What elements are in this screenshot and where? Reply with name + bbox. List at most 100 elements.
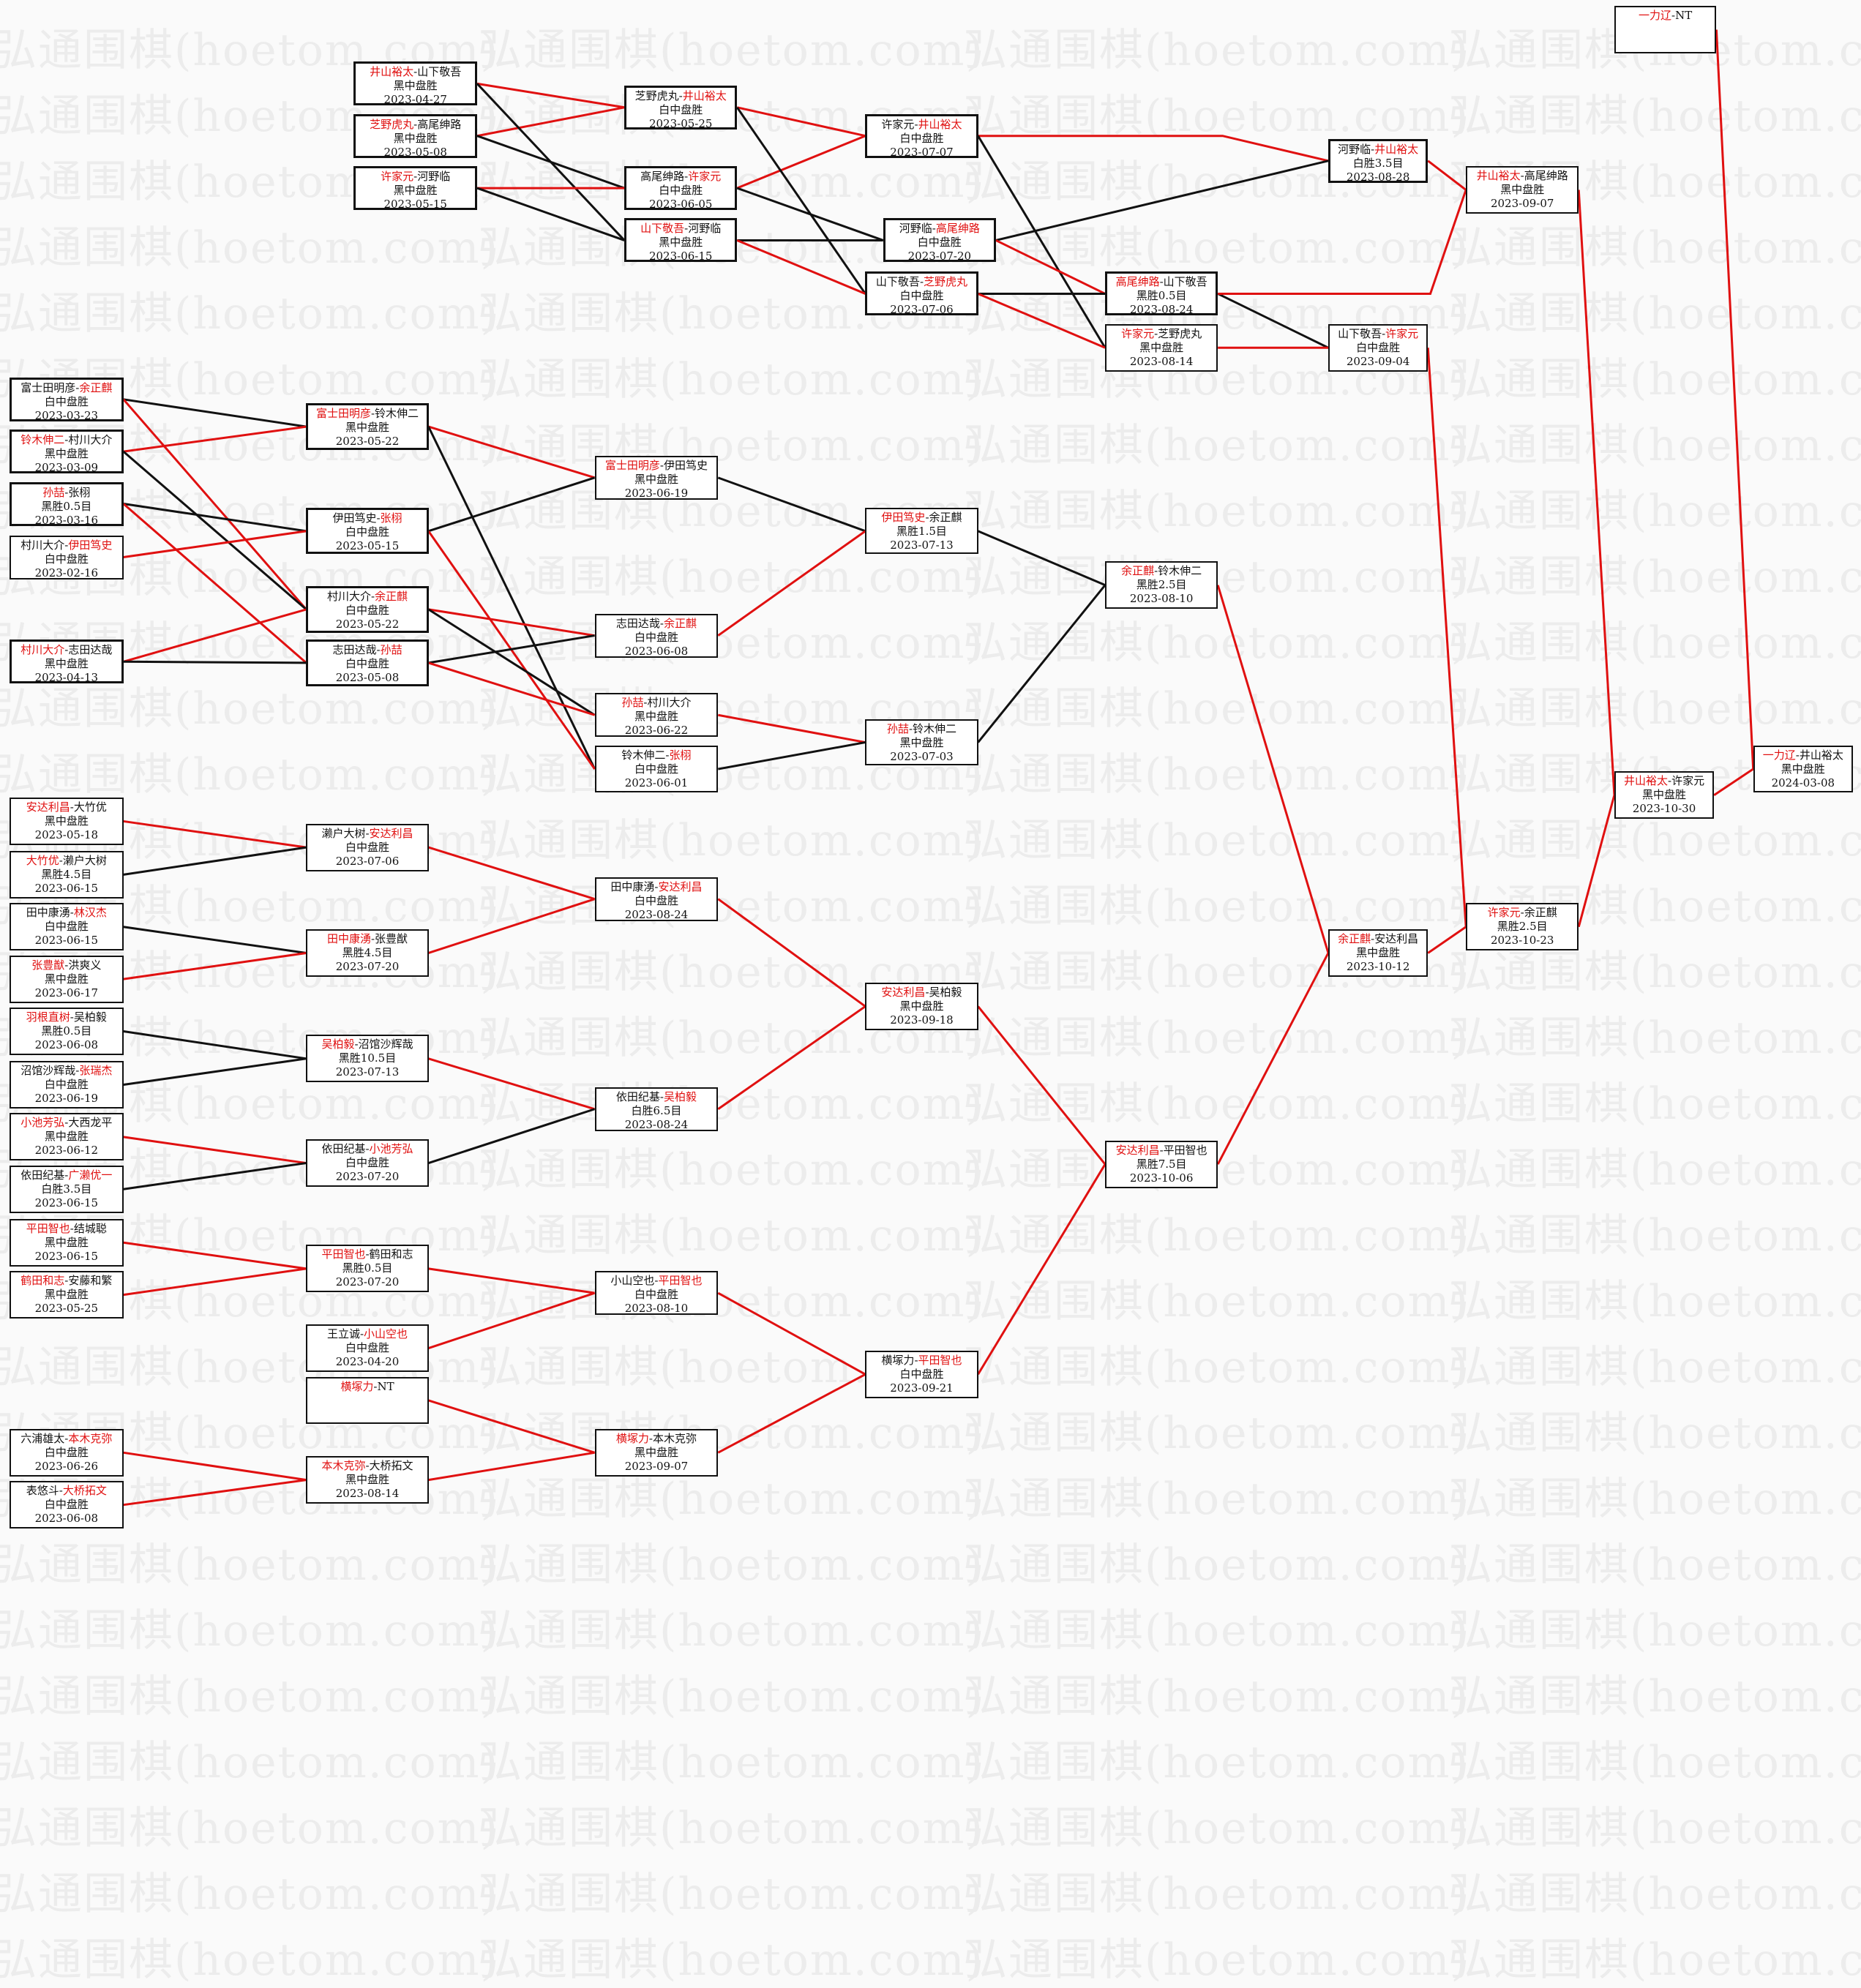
white-player: 张瑞杰: [79, 1064, 113, 1078]
black-player: 河野临: [899, 222, 932, 236]
bracket-connector: [717, 1373, 866, 1454]
separator: -: [1371, 932, 1375, 946]
separator: -: [370, 407, 375, 421]
players-line: 田中康湧-安达利昌: [596, 880, 717, 894]
result-text: 白中盘胜: [899, 289, 944, 303]
bracket-connector: [1426, 348, 1467, 927]
players-line: 村川大介-余正麒: [308, 590, 426, 604]
watermark-text: 弘通围棋(hoetom.com): [1448, 1605, 1861, 1657]
bracket-connector: [123, 425, 307, 453]
bracket-connector: [736, 106, 866, 138]
separator: -: [70, 1010, 74, 1024]
separator: -: [659, 458, 664, 472]
bracket-connector: [1216, 585, 1330, 953]
white-player: 山下敬吾: [417, 65, 462, 79]
white-player: 高尾绅路: [417, 117, 462, 131]
white-player: 本木克弥: [652, 1431, 697, 1445]
separator: -: [1671, 9, 1676, 23]
black-player: 依田纪基: [20, 1168, 65, 1182]
match-date: 2023-06-15: [648, 250, 713, 263]
bracket-connector: [123, 1241, 307, 1270]
watermark-text: 弘通围棋(hoetom.com): [0, 1671, 499, 1722]
bracket-connector: [1715, 29, 1755, 770]
white-player: 吴柏毅: [73, 1010, 107, 1024]
match-date: 2023-06-17: [34, 986, 99, 999]
separator: -: [1520, 169, 1524, 183]
white-player: 芝野虎丸: [1158, 326, 1202, 340]
white-player: 张豊猷: [375, 932, 408, 946]
white-player: 沼馆沙辉哉: [358, 1038, 413, 1051]
result-text: 白中盘胜: [345, 1341, 389, 1355]
result-text: 黑胜2.5目: [1136, 578, 1187, 592]
players-line: 田中康湧-林汉杰: [11, 906, 122, 920]
players-line: 高尾绅路-许家元: [626, 170, 735, 184]
players-line: 铃木伸二-张栩: [596, 749, 717, 762]
watermark-text: 弘通围棋(hoetom.com): [0, 1539, 499, 1591]
players-line: 依田纪基-广濑优一: [11, 1169, 122, 1182]
bracket-connector: [428, 634, 595, 664]
bracket-connector: [123, 1162, 307, 1190]
separator: -: [1667, 774, 1672, 788]
match-date: 2023-07-20: [907, 250, 972, 263]
players-line: 许家元-余正麒: [1467, 906, 1577, 920]
bracket-lines: [122, 29, 1755, 1507]
black-player: 田中康湧: [26, 906, 70, 920]
separator: -: [413, 170, 418, 184]
result-text: 白中盘胜: [634, 1288, 678, 1302]
separator: -: [64, 1168, 69, 1182]
white-player: 井山裕太: [682, 89, 727, 102]
match-date: 2023-06-15: [34, 1196, 99, 1209]
separator: -: [654, 1274, 659, 1288]
players-line: 山下敬吾-芝野虎丸: [867, 275, 976, 289]
separator: -: [64, 1431, 69, 1445]
players-line: 许家元-芝野虎丸: [1107, 327, 1216, 341]
match-date: 2023-06-15: [34, 1249, 99, 1263]
watermark-text: 弘通围棋(hoetom.com): [963, 1737, 1469, 1788]
white-player: 洪爽义: [68, 958, 102, 972]
white-player: 平田智也: [918, 1353, 962, 1367]
bracket-connector: [736, 239, 866, 295]
watermark-text: 弘通围棋(hoetom.com): [963, 1671, 1469, 1722]
bracket-connector: [123, 846, 307, 876]
match-date: 2023-06-22: [624, 724, 689, 738]
watermark-text: 弘通围棋(hoetom.com): [478, 1671, 984, 1722]
players-line: 孙喆-村川大介: [596, 696, 717, 710]
white-player: 小山空也: [364, 1327, 408, 1341]
white-player: 本木克弥: [68, 1431, 113, 1445]
result-text: 白中盘胜: [659, 184, 703, 198]
players-line: 村川大介-伊田笃史: [11, 539, 122, 552]
result-text: 白中盘胜: [345, 604, 389, 618]
players-line: 铃木伸二-村川大介: [12, 433, 121, 447]
black-player: 井山裕太: [1476, 169, 1521, 183]
black-player: 富士田明彦: [604, 458, 660, 472]
players-line: 富士田明彦-铃木伸二: [308, 407, 426, 421]
players-line: 平田智也-鹤田和志: [307, 1248, 427, 1261]
bracket-connector: [427, 426, 596, 770]
players-line: 许家元-井山裕太: [867, 118, 976, 132]
white-player: 伊田笃史: [663, 458, 708, 472]
separator: -: [365, 1142, 370, 1156]
black-player: 村川大介: [326, 590, 371, 604]
result-text: 黑中盘胜: [634, 710, 678, 724]
players-line: 鹤田和志-安藤和繁: [11, 1274, 122, 1288]
separator: -: [678, 89, 683, 102]
bracket-connector: [123, 926, 307, 954]
players-line: 孙喆-铃木伸二: [866, 722, 976, 736]
players-line: 田中康湧-张豊猷: [307, 932, 427, 946]
separator: -: [370, 932, 375, 946]
result-text: 黑中盘胜: [1781, 762, 1825, 776]
white-player: 村川大介: [68, 433, 113, 447]
bracket-connector: [123, 819, 307, 849]
watermark-text: 弘通围棋(hoetom.com): [1448, 1803, 1861, 1854]
watermark-text: 弘通围棋(hoetom.com): [963, 1539, 1469, 1591]
white-player: 铃木伸二: [375, 407, 419, 421]
